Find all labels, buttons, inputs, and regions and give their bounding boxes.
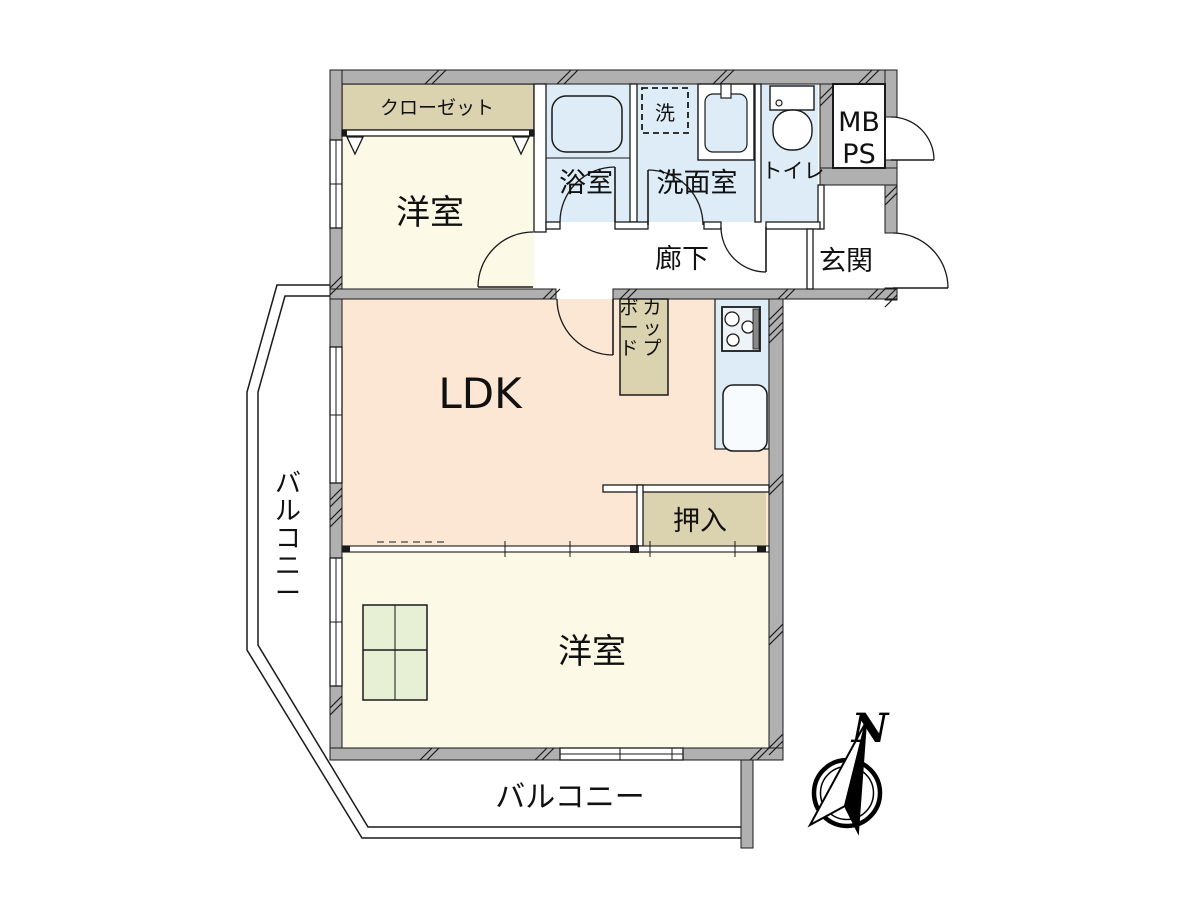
sliding-door-track (341, 541, 770, 557)
window-ldk (329, 346, 343, 484)
door-front (892, 232, 949, 289)
label-hallway: 廊下 (655, 244, 709, 275)
window-bedroom-top (329, 139, 343, 229)
window-south (559, 747, 684, 761)
interior-walls (533, 83, 825, 547)
label-closet: クローゼット (380, 97, 494, 119)
label-bath: 浴室 (559, 168, 613, 199)
compass-needle-black (843, 721, 867, 836)
stove (721, 306, 761, 352)
label-mb: MB (838, 107, 880, 138)
label-ps: PS (842, 139, 875, 170)
toilet-fixture (769, 85, 815, 151)
doors (477, 116, 949, 356)
rooms (341, 83, 818, 748)
bathtub (551, 95, 623, 153)
balcony-outline (246, 284, 741, 839)
label-bedroom-bottom: 洋室 (558, 632, 626, 672)
label-cupboard-right: カップ (642, 297, 661, 359)
cupboard (619, 298, 669, 396)
label-cupboard-left: ボード (619, 297, 638, 359)
label-ldk: LDK (438, 369, 523, 418)
label-washroom: 洗面室 (657, 168, 738, 199)
label-entrance: 玄関 (819, 246, 873, 277)
door-ldk (556, 298, 614, 356)
door-meter-box (890, 116, 935, 161)
kitchen-sink (722, 384, 768, 452)
label-balcony-left: バルコニー (275, 469, 301, 609)
door-toilet (720, 226, 767, 273)
label-balcony-bottom: バルコニー (495, 780, 644, 815)
windows (329, 139, 684, 761)
door-bath (559, 166, 616, 223)
door-washroom (647, 169, 704, 226)
closet-door-symbol (341, 129, 535, 156)
door-bedroom-top (477, 231, 534, 288)
label-toilet: トイレ (762, 159, 825, 183)
compass: N (807, 705, 890, 836)
labels: クローゼット 洋室 浴室 洗 洗面室 トイレ MB PS 廊下 玄関 LDK カ… (275, 97, 880, 815)
window-bedroom-bottom (329, 557, 343, 687)
compass-north-label: N (850, 705, 890, 752)
wall-hatch-marks (329, 69, 898, 761)
label-bedroom-top: 洋室 (396, 193, 464, 233)
tatami-grid (362, 604, 428, 701)
label-washer: 洗 (655, 101, 675, 125)
fixtures (362, 83, 886, 701)
vanity-sink (697, 83, 755, 161)
oshiire-area (643, 492, 766, 546)
meter-box (832, 83, 886, 169)
closet-area (341, 83, 535, 131)
label-oshiire: 押入 (673, 506, 727, 537)
washing-machine (641, 87, 689, 134)
